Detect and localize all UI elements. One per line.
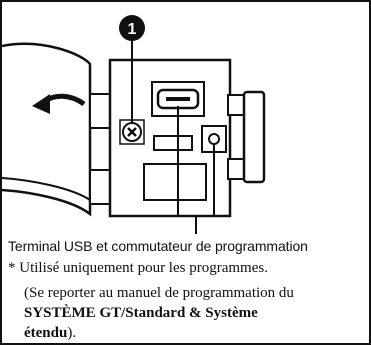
side-rail bbox=[242, 90, 266, 184]
note-line-3: SYSTÈME GT/Standard & Système bbox=[24, 305, 258, 321]
hinge-lower bbox=[89, 169, 113, 205]
hinge-upper bbox=[89, 93, 113, 129]
pointer-bracket bbox=[177, 106, 215, 234]
callout-number: 1 bbox=[128, 21, 137, 38]
device-illustration: 1 bbox=[2, 15, 266, 234]
micro-usb-port-icon bbox=[151, 81, 205, 117]
note-line-1: * Utilisé uniquement pour les programmes… bbox=[8, 260, 268, 276]
side-tab-upper bbox=[227, 94, 245, 116]
indicator-slot bbox=[153, 135, 193, 151]
note-line-4-rest: ). bbox=[67, 325, 77, 341]
note-line-4-bold: étendu bbox=[24, 325, 68, 341]
label-window bbox=[143, 163, 207, 201]
note-line-4: étendu). bbox=[24, 325, 76, 342]
caption-title: Terminal USB et commutateur de programma… bbox=[8, 238, 308, 254]
cover-flap-edge bbox=[2, 177, 91, 201]
side-tab-lower bbox=[227, 158, 245, 180]
cover-flap bbox=[2, 42, 92, 217]
callout-badge bbox=[119, 15, 145, 41]
note-line-2: (Se reporter au manuel de programmation … bbox=[24, 285, 294, 301]
screw-icon bbox=[119, 119, 145, 145]
curved-arrow-left-icon bbox=[32, 93, 86, 114]
